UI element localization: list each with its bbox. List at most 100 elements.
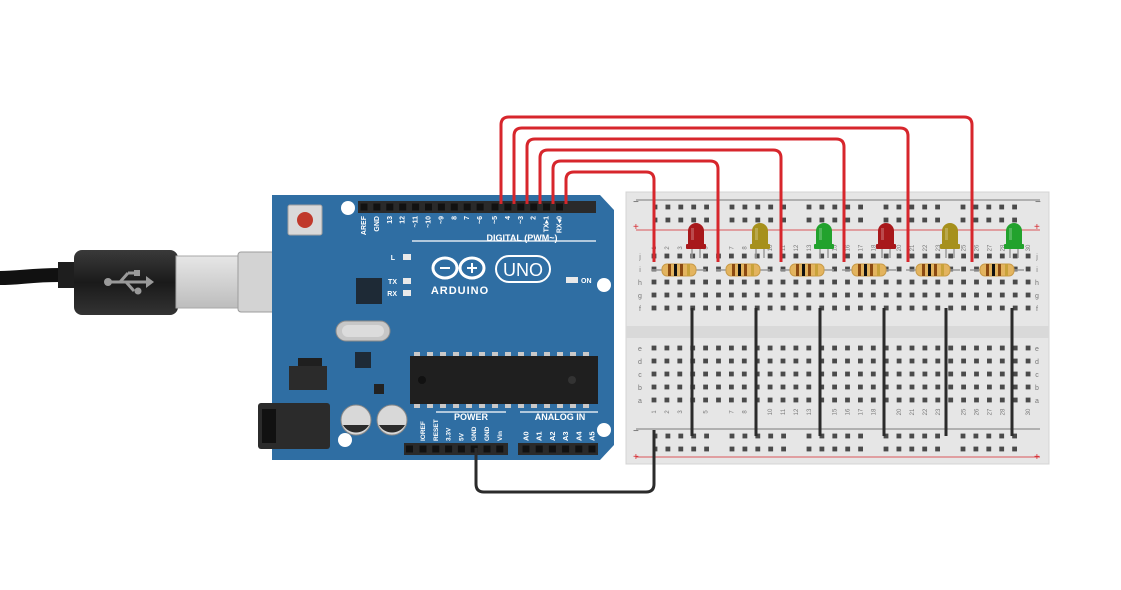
breadboard-hole[interactable] <box>1025 292 1031 298</box>
breadboard-hole[interactable] <box>664 345 670 351</box>
rail-hole[interactable] <box>1012 204 1017 210</box>
breadboard-hole[interactable] <box>1025 384 1031 390</box>
rail-hole[interactable] <box>858 217 863 223</box>
rail-hole[interactable] <box>665 446 671 452</box>
breadboard-hole[interactable] <box>819 397 825 403</box>
breadboard-hole[interactable] <box>896 266 902 272</box>
breadboard-hole[interactable] <box>806 292 812 298</box>
breadboard-hole[interactable] <box>961 397 966 403</box>
header-pin-hole[interactable] <box>373 203 381 211</box>
breadboard-hole[interactable] <box>870 358 876 364</box>
rail-hole[interactable] <box>806 446 812 452</box>
rail-hole[interactable] <box>999 204 1005 210</box>
header-pin-hole[interactable] <box>548 445 556 453</box>
rail-hole[interactable] <box>909 217 915 223</box>
breadboard-hole[interactable] <box>741 253 747 259</box>
rail-hole[interactable] <box>729 433 735 439</box>
breadboard-hole[interactable] <box>961 371 966 377</box>
breadboard-hole[interactable] <box>651 371 657 377</box>
rail-hole[interactable] <box>768 446 774 452</box>
breadboard-hole[interactable] <box>883 397 889 403</box>
breadboard-hole[interactable] <box>922 305 928 311</box>
rail-hole[interactable] <box>999 433 1005 439</box>
rail-hole[interactable] <box>691 204 697 210</box>
breadboard-hole[interactable] <box>832 397 837 403</box>
breadboard-hole[interactable] <box>754 279 760 285</box>
breadboard-hole[interactable] <box>651 305 657 311</box>
breadboard-hole[interactable] <box>948 371 954 377</box>
breadboard-hole[interactable] <box>845 253 850 259</box>
breadboard-hole[interactable] <box>896 279 902 285</box>
rail-hole[interactable] <box>973 217 979 223</box>
breadboard-hole[interactable] <box>767 371 773 377</box>
breadboard-hole[interactable] <box>651 345 657 351</box>
breadboard-hole[interactable] <box>741 371 747 377</box>
breadboard-hole[interactable] <box>935 371 941 377</box>
rail-hole[interactable] <box>755 204 761 210</box>
breadboard-hole[interactable] <box>909 345 915 351</box>
led-yellow[interactable] <box>750 223 770 258</box>
breadboard-hole[interactable] <box>677 384 683 390</box>
breadboard-hole[interactable] <box>870 279 876 285</box>
breadboard-hole[interactable] <box>974 345 979 351</box>
breadboard-hole[interactable] <box>651 292 657 298</box>
breadboard-hole[interactable] <box>896 345 902 351</box>
breadboard-hole[interactable] <box>703 305 708 311</box>
breadboard-hole[interactable] <box>987 358 992 364</box>
signal-wire[interactable] <box>538 148 783 262</box>
breadboard-hole[interactable] <box>987 253 992 259</box>
breadboard-hole[interactable] <box>703 397 708 403</box>
breadboard-hole[interactable] <box>999 279 1005 285</box>
breadboard-hole[interactable] <box>767 253 773 259</box>
header-pin-hole[interactable] <box>360 203 368 211</box>
resistor[interactable] <box>842 263 896 277</box>
breadboard-hole[interactable] <box>832 253 837 259</box>
breadboard-hole[interactable] <box>767 358 773 364</box>
breadboard-hole[interactable] <box>729 345 734 351</box>
rail-hole[interactable] <box>1012 446 1017 452</box>
breadboard-hole[interactable] <box>703 345 708 351</box>
rail-hole[interactable] <box>832 204 838 210</box>
breadboard-hole[interactable] <box>948 292 954 298</box>
breadboard-hole[interactable] <box>870 397 876 403</box>
breadboard-hole[interactable] <box>1012 266 1018 272</box>
breadboard-hole[interactable] <box>858 253 863 259</box>
resistor[interactable] <box>780 263 834 277</box>
breadboard-hole[interactable] <box>974 266 979 272</box>
breadboard-hole[interactable] <box>961 253 966 259</box>
breadboard-hole[interactable] <box>922 371 928 377</box>
breadboard-hole[interactable] <box>870 292 876 298</box>
breadboard-hole[interactable] <box>832 358 837 364</box>
breadboard-hole[interactable] <box>858 397 863 403</box>
breadboard-hole[interactable] <box>729 384 734 390</box>
breadboard-hole[interactable] <box>780 266 786 272</box>
breadboard-hole[interactable] <box>948 397 954 403</box>
breadboard-hole[interactable] <box>896 305 902 311</box>
rail-hole[interactable] <box>999 217 1005 223</box>
rail-hole[interactable] <box>883 433 889 439</box>
breadboard-hole[interactable] <box>999 292 1005 298</box>
breadboard-hole[interactable] <box>741 358 747 364</box>
signal-wire[interactable] <box>564 170 656 262</box>
breadboard-hole[interactable] <box>896 292 902 298</box>
breadboard-hole[interactable] <box>832 371 837 377</box>
header-pin-hole[interactable] <box>556 203 563 211</box>
breadboard-hole[interactable] <box>909 358 915 364</box>
resistor[interactable] <box>716 263 770 277</box>
rail-hole[interactable] <box>896 433 902 439</box>
breadboard-hole[interactable] <box>922 384 928 390</box>
rail-hole[interactable] <box>986 433 992 439</box>
breadboard-hole[interactable] <box>664 279 670 285</box>
breadboard-hole[interactable] <box>677 292 683 298</box>
breadboard-hole[interactable] <box>987 384 992 390</box>
breadboard-hole[interactable] <box>870 305 876 311</box>
breadboard-hole[interactable] <box>677 279 683 285</box>
breadboard-hole[interactable] <box>961 384 966 390</box>
rail-hole[interactable] <box>819 446 825 452</box>
rail-hole[interactable] <box>845 204 851 210</box>
rail-hole[interactable] <box>960 446 966 452</box>
rail-hole[interactable] <box>781 204 786 210</box>
breadboard-hole[interactable] <box>987 345 992 351</box>
rail-hole[interactable] <box>678 217 684 223</box>
